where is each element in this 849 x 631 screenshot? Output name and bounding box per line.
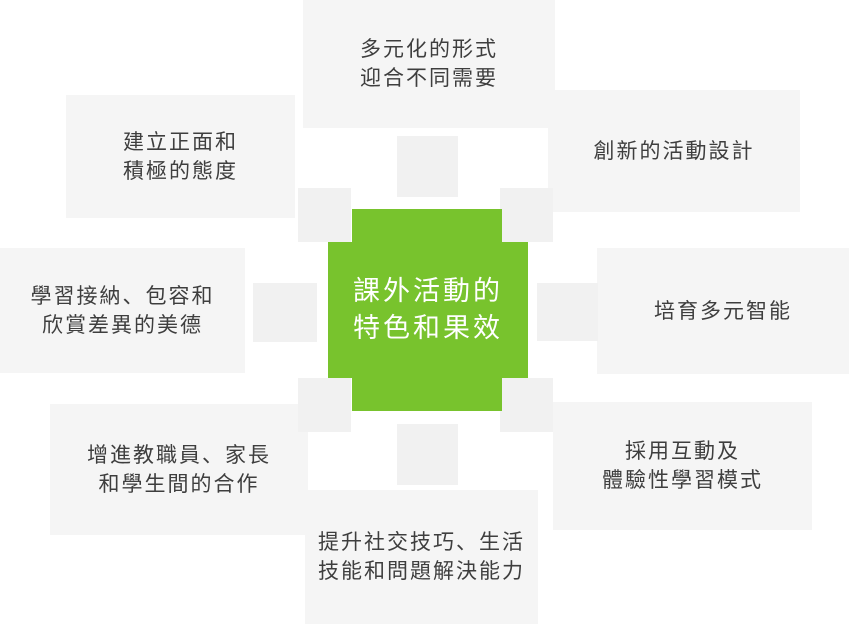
node-line: 和學生間的合作 (98, 472, 260, 496)
connector-left (253, 283, 317, 342)
node-acceptance-inclusion-virtue: 學習接納、包容和 欣賞差異的美德 (0, 248, 245, 373)
node-line: 積極的態度 (123, 159, 238, 183)
node-social-problem-solving-skills: 提升社交技巧、生活 技能和問題解決能力 (305, 490, 538, 624)
node-innovative-activity-design: 創新的活動設計 (548, 90, 800, 212)
node-interactive-experiential-learning: 採用互動及 體驗性學習模式 (553, 402, 812, 530)
node-line: 多元化的形式 (360, 38, 498, 61)
node-line: 學習接納、包容和 (30, 284, 215, 308)
connector-corner-top-left (298, 188, 351, 242)
center-topic: 課外活動的 特色和果效 (328, 242, 528, 378)
connector-right (537, 283, 598, 341)
node-multiple-intelligences: 培育多元智能 (597, 248, 849, 374)
center-topic-line: 課外活動的 (353, 276, 503, 306)
node-line: 技能和問題解決能力 (318, 560, 525, 583)
node-diverse-formats: 多元化的形式 迎合不同需要 (303, 0, 555, 128)
node-positive-attitude: 建立正面和 積極的態度 (66, 95, 295, 218)
center-topic-tab-bottom (352, 372, 502, 411)
node-staff-parent-student-cooperation: 增進教職員、家長 和學生間的合作 (50, 404, 308, 535)
node-line: 迎合不同需要 (360, 67, 498, 90)
center-topic-line: 特色和果效 (353, 313, 503, 343)
connector-bottom (397, 424, 458, 485)
connector-top (397, 136, 458, 197)
connector-corner-bottom-left (298, 378, 351, 432)
node-line: 採用互動及 (625, 440, 740, 463)
node-line: 欣賞差異的美德 (42, 313, 203, 337)
connector-corner-bottom-right (500, 378, 553, 432)
node-line: 體驗性學習模式 (602, 469, 763, 492)
node-line: 建立正面和 (123, 130, 238, 154)
node-line: 培育多元智能 (654, 299, 792, 323)
connector-corner-top-right (500, 188, 553, 242)
node-line: 增進教職員、家長 (87, 443, 271, 467)
node-line: 提升社交技巧、生活 (318, 531, 525, 554)
node-line: 創新的活動設計 (593, 139, 755, 163)
